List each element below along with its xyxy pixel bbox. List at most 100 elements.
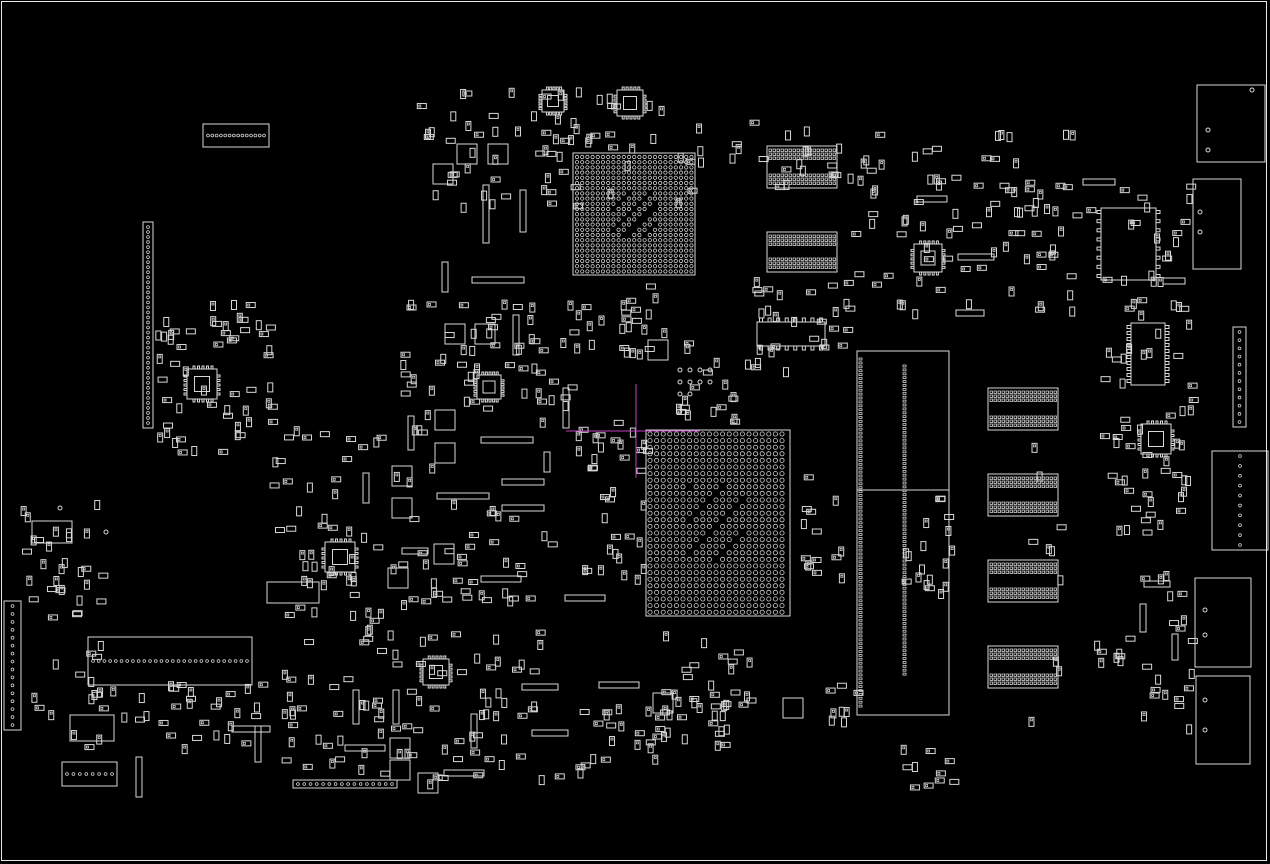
ball-pad[interactable]: [687, 497, 693, 503]
ball-pad[interactable]: [654, 490, 660, 496]
passive-outline[interactable]: [1155, 328, 1162, 339]
ball-pad[interactable]: [753, 477, 759, 483]
ball-pad[interactable]: [637, 206, 642, 212]
ball-pad[interactable]: [726, 471, 732, 477]
pin[interactable]: [419, 667, 424, 671]
ball-pad[interactable]: [667, 603, 673, 609]
passive-outline[interactable]: [675, 696, 682, 707]
pad[interactable]: [1009, 587, 1013, 591]
pad[interactable]: [1025, 480, 1029, 484]
ball-pad[interactable]: [654, 576, 660, 582]
passive-outline[interactable]: [417, 429, 428, 436]
passive-outline[interactable]: [224, 733, 231, 744]
ball-pad[interactable]: [713, 464, 719, 470]
pin[interactable]: [146, 401, 150, 405]
ball-pad[interactable]: [652, 243, 658, 248]
passive-outline[interactable]: [20, 506, 27, 517]
pad[interactable]: [1021, 562, 1025, 566]
pad[interactable]: [1029, 587, 1033, 591]
connector-body[interactable]: [292, 779, 398, 789]
pin[interactable]: [858, 494, 863, 497]
ball-pad[interactable]: [693, 497, 699, 503]
component-outline[interactable]: [1162, 277, 1186, 285]
ball-pad[interactable]: [621, 170, 626, 175]
ball-pad[interactable]: [706, 431, 712, 437]
ball-pad[interactable]: [667, 523, 673, 529]
ball-pad[interactable]: [739, 556, 745, 562]
pad[interactable]: [804, 148, 808, 152]
pad[interactable]: [936, 779, 940, 782]
pin[interactable]: [858, 466, 863, 470]
pin[interactable]: [902, 590, 907, 594]
pad[interactable]: [1182, 220, 1185, 224]
pad[interactable]: [1151, 694, 1155, 697]
ic-chip-body[interactable]: [1100, 207, 1157, 281]
passive-outline[interactable]: [508, 595, 519, 602]
pin[interactable]: [910, 261, 915, 265]
ball-pad[interactable]: [580, 217, 585, 222]
pad[interactable]: [1053, 415, 1057, 419]
pin[interactable]: [902, 423, 907, 426]
ball-pad[interactable]: [647, 484, 653, 490]
ball-pad[interactable]: [667, 497, 673, 503]
pin[interactable]: [146, 245, 150, 249]
pad[interactable]: [636, 741, 639, 745]
pad[interactable]: [690, 697, 694, 701]
pad[interactable]: [481, 690, 485, 694]
passive-outline[interactable]: [530, 111, 537, 122]
component-outline[interactable]: [916, 195, 948, 203]
passive-outline[interactable]: [296, 506, 303, 517]
ball-pad[interactable]: [647, 431, 653, 437]
ball-pad[interactable]: [673, 269, 678, 274]
pad[interactable]: [1033, 394, 1037, 398]
pin[interactable]: [858, 669, 863, 673]
pad[interactable]: [1009, 595, 1013, 599]
ball-pad[interactable]: [700, 596, 706, 602]
pad[interactable]: [1005, 509, 1009, 513]
pad[interactable]: [808, 173, 812, 177]
ball-pad[interactable]: [652, 248, 658, 253]
pad[interactable]: [784, 257, 788, 261]
pin[interactable]: [858, 552, 863, 556]
ball-pad[interactable]: [574, 196, 580, 201]
pin[interactable]: [902, 629, 907, 633]
pad[interactable]: [1025, 566, 1029, 570]
pad[interactable]: [768, 156, 772, 160]
pad[interactable]: [1173, 231, 1177, 235]
pad[interactable]: [784, 234, 788, 238]
pad[interactable]: [1001, 390, 1005, 394]
pin[interactable]: [146, 360, 150, 365]
ball-pad[interactable]: [626, 222, 632, 227]
pad[interactable]: [1013, 562, 1017, 566]
pad[interactable]: [1037, 652, 1041, 656]
pad[interactable]: [1009, 398, 1013, 402]
pad[interactable]: [350, 555, 354, 559]
passive-cluster[interactable]: [845, 129, 1077, 320]
pad[interactable]: [1013, 595, 1017, 599]
pad[interactable]: [792, 238, 796, 242]
pin[interactable]: [902, 384, 907, 387]
pin[interactable]: [216, 374, 221, 378]
ball-pad[interactable]: [647, 170, 652, 175]
pin[interactable]: [858, 583, 863, 587]
ball-pad[interactable]: [700, 543, 706, 549]
pin[interactable]: [1096, 246, 1102, 251]
passive-cluster[interactable]: [1028, 442, 1067, 727]
pad[interactable]: [782, 168, 786, 171]
ball-pad[interactable]: [678, 206, 684, 212]
pad[interactable]: [820, 261, 824, 265]
ball-pad[interactable]: [673, 191, 678, 196]
passive-outline[interactable]: [484, 756, 495, 763]
pad[interactable]: [1005, 394, 1009, 398]
passive-outline[interactable]: [691, 698, 698, 709]
passive-outline[interactable]: [935, 770, 946, 777]
via[interactable]: [697, 367, 703, 373]
passive-outline[interactable]: [396, 748, 403, 759]
ball-pad[interactable]: [684, 180, 689, 186]
passive-outline[interactable]: [387, 630, 394, 641]
qfn-chip[interactable]: [183, 365, 221, 403]
pad[interactable]: [418, 104, 422, 108]
pin[interactable]: [858, 497, 863, 501]
pin[interactable]: [484, 371, 488, 376]
passive-cluster[interactable]: [269, 425, 436, 624]
